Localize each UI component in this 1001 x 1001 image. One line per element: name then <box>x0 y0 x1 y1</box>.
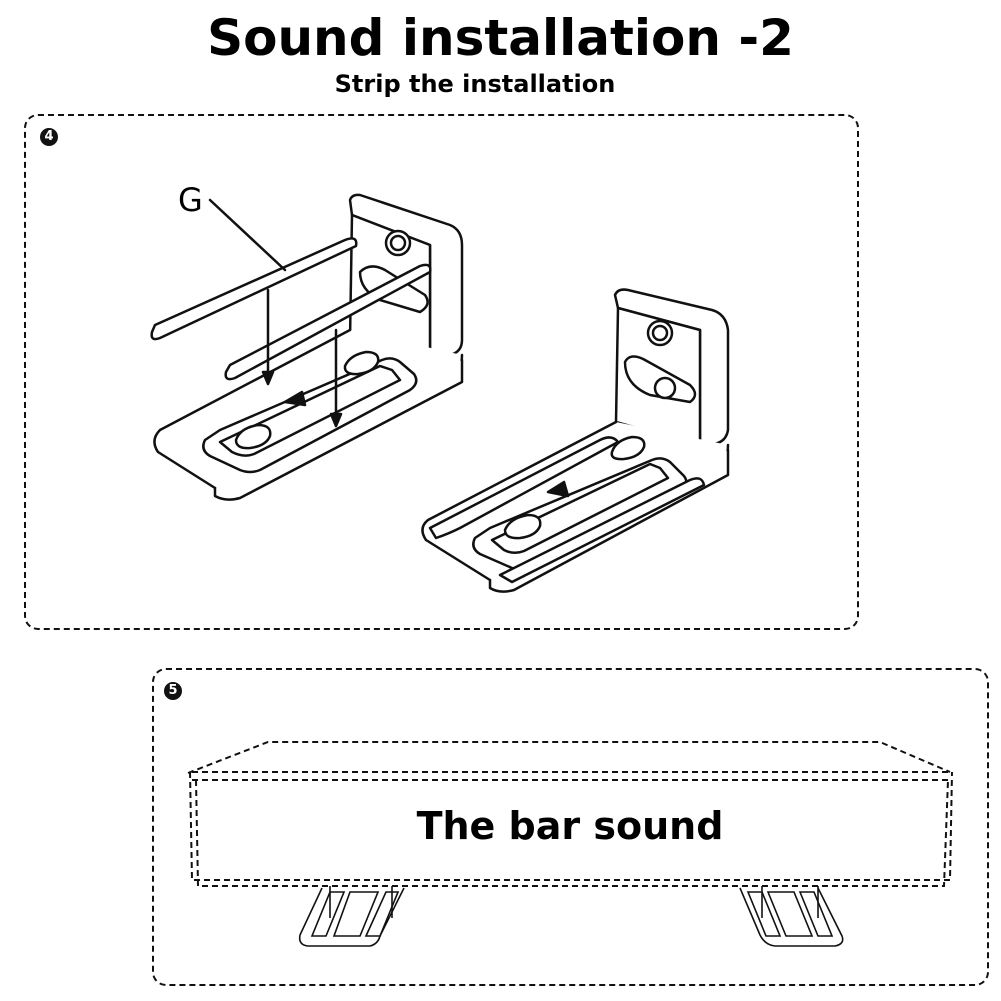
bracket-right-illustration <box>421 288 730 593</box>
callout-arrows <box>208 198 338 422</box>
bar-brackets <box>298 886 844 947</box>
bar-bracket-right <box>739 886 844 947</box>
adhesive-strip-g-illustration <box>150 237 432 381</box>
page-title: Sound installation -2 <box>207 9 794 67</box>
step-number-badge: 4 <box>40 128 58 146</box>
step-5-panel: 5 <box>152 668 989 986</box>
sound-bar-label: The bar sound <box>416 804 724 848</box>
bar-bracket-left <box>298 886 405 947</box>
step-number-badge: 5 <box>164 682 182 700</box>
bracket-left-illustration <box>153 193 464 501</box>
step-4-panel: 4 <box>24 114 859 630</box>
page-subtitle: Strip the installation <box>334 70 616 98</box>
strip-g-callout-label: G <box>178 181 203 219</box>
sound-bar-outline <box>187 741 953 887</box>
